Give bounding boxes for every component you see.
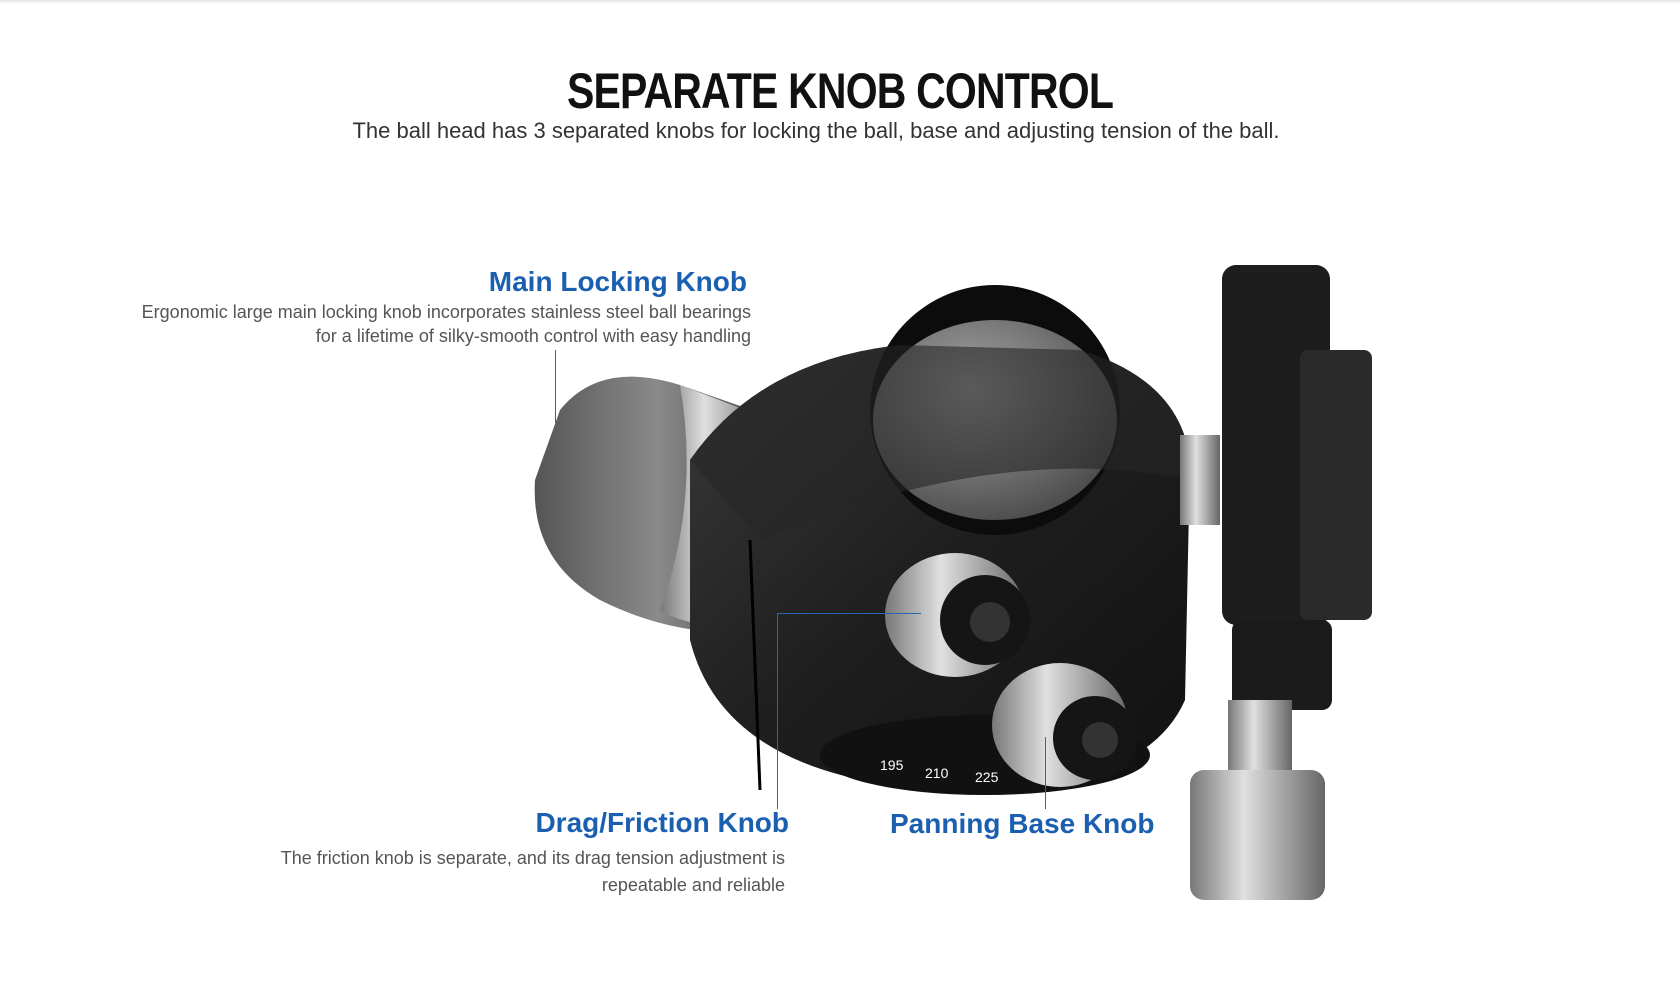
drag-friction-knob-description: The friction knob is separate, and its d… <box>281 845 785 899</box>
scale-mark: 195 <box>880 757 904 773</box>
scale-mark: 210 <box>925 765 949 781</box>
clamp-knob <box>1190 770 1325 900</box>
scale-mark: 225 <box>975 769 999 785</box>
drag-friction-knob-graphic <box>885 553 1030 677</box>
main-knob-leader-line <box>555 350 556 423</box>
page-title: SEPARATE KNOB CONTROL <box>566 63 1114 119</box>
main-locking-knob-description: Ergonomic large main locking knob incorp… <box>142 300 751 348</box>
panning-base-knob-title: Panning Base Knob <box>890 808 1155 839</box>
panning-base-knob-graphic <box>992 663 1137 787</box>
main-locking-knob-title: Main Locking Knob <box>488 266 747 297</box>
description-line: for a lifetime of silky-smooth control w… <box>315 326 751 346</box>
drag-knob-leader-line-vertical <box>777 613 778 809</box>
description-line: Ergonomic large main locking knob incorp… <box>141 302 751 322</box>
page-subtitle: The ball head has 3 separated knobs for … <box>352 118 1280 143</box>
panning-knob-leader-line <box>1045 737 1046 809</box>
description-line: repeatable and reliable <box>601 875 785 895</box>
description-line: The friction knob is separate, and its d… <box>280 848 785 868</box>
drag-knob-leader-line-horizontal <box>777 613 921 614</box>
drag-friction-knob-title: Drag/Friction Knob <box>535 807 789 838</box>
top-shadow <box>0 0 1680 4</box>
